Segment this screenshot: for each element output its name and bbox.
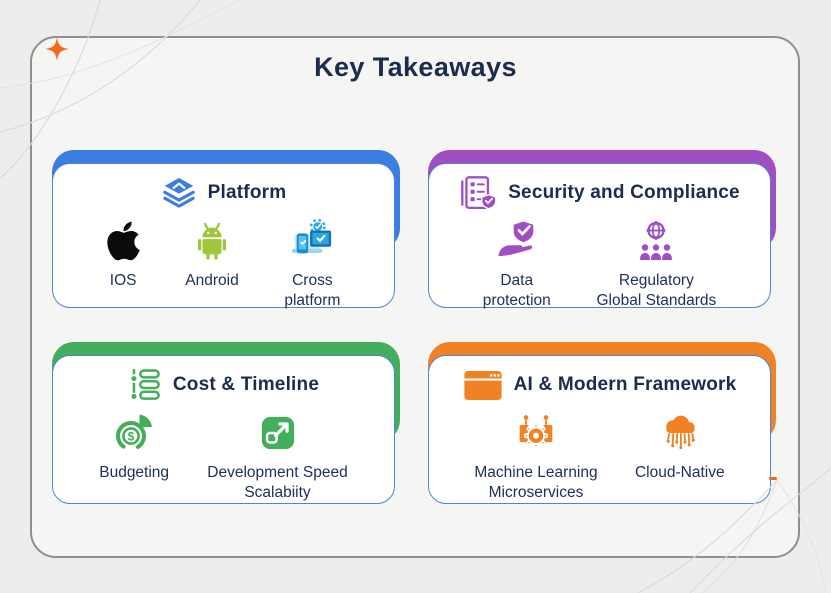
timeline-list-icon xyxy=(131,368,160,400)
card-title: Security and Compliance xyxy=(508,182,740,203)
item-label: Android xyxy=(185,272,239,289)
item-label: Cross platform xyxy=(284,272,341,309)
card-header: Platform xyxy=(161,172,287,214)
apple-icon xyxy=(106,216,140,266)
card-body: Cost & Timeline $ Budgeting xyxy=(52,355,395,504)
item-machine-learning: Machine Learning Microservices xyxy=(474,408,598,503)
card-title: Cost & Timeline xyxy=(172,374,320,395)
item-label: Budgeting xyxy=(99,464,170,481)
ml-gear-circuit-icon xyxy=(516,408,556,458)
item-label: Development Speed Scalabiity xyxy=(207,464,348,501)
item-label: Data protection xyxy=(482,272,551,309)
card-header: Security and Compliance xyxy=(459,172,740,214)
card-items: Machine Learning Microservices xyxy=(437,408,762,503)
compliance-checklist-icon xyxy=(461,176,497,210)
card-items: Data protection xyxy=(437,216,762,311)
sparkle-icon xyxy=(45,37,69,61)
item-label: Regulatory Global Standards xyxy=(596,272,717,309)
cloud-circuit-icon xyxy=(659,408,701,458)
expand-arrow-icon xyxy=(259,408,297,458)
globe-people-icon xyxy=(634,216,678,266)
cross-platform-devices-icon xyxy=(289,216,335,266)
card-header: Cost & Timeline xyxy=(128,364,319,406)
layers-stack-icon xyxy=(162,178,195,208)
card-items: $ Budgeting Development Speed Scalabiity xyxy=(61,408,386,503)
card-platform: Platform IOS xyxy=(52,150,400,311)
card-cost-timeline: Cost & Timeline $ Budgeting xyxy=(52,342,400,504)
item-development-speed: Development Speed Scalabiity xyxy=(207,408,348,503)
page-title: Key Takeaways xyxy=(314,52,517,82)
card-title: AI & Modern Framework xyxy=(513,374,737,395)
card-body: Security and Compliance Data protection xyxy=(428,163,771,311)
budget-pie-dollar-icon: $ xyxy=(112,408,156,458)
item-data-protection: Data protection xyxy=(483,216,551,311)
item-ios: IOS xyxy=(106,216,140,291)
browser-window-icon xyxy=(463,370,502,400)
android-icon xyxy=(191,216,233,266)
item-label: Cloud-Native xyxy=(634,464,725,481)
card-body: AI & Modern Framework xyxy=(428,355,771,504)
shield-hand-icon xyxy=(495,216,539,266)
card-items: IOS Andr xyxy=(61,216,386,311)
card-security-compliance: Security and Compliance Data protection xyxy=(428,150,776,311)
card-header: AI & Modern Framework xyxy=(463,364,737,406)
card-ai-modern-framework: AI & Modern Framework xyxy=(428,342,776,504)
item-label: Machine Learning Microservices xyxy=(474,464,598,501)
card-body: Platform IOS xyxy=(52,163,395,311)
card-title: Platform xyxy=(207,182,287,203)
item-cross-platform: Cross platform xyxy=(284,216,340,311)
item-budgeting: $ Budgeting xyxy=(99,408,169,483)
mini-sparkle-icon xyxy=(769,477,777,480)
item-android: Android xyxy=(185,216,239,291)
svg-text:$: $ xyxy=(128,429,135,443)
item-cloud-native: Cloud-Native xyxy=(635,408,725,483)
item-regulatory-standards: Regulatory Global Standards xyxy=(596,216,716,311)
item-label: IOS xyxy=(109,272,137,289)
